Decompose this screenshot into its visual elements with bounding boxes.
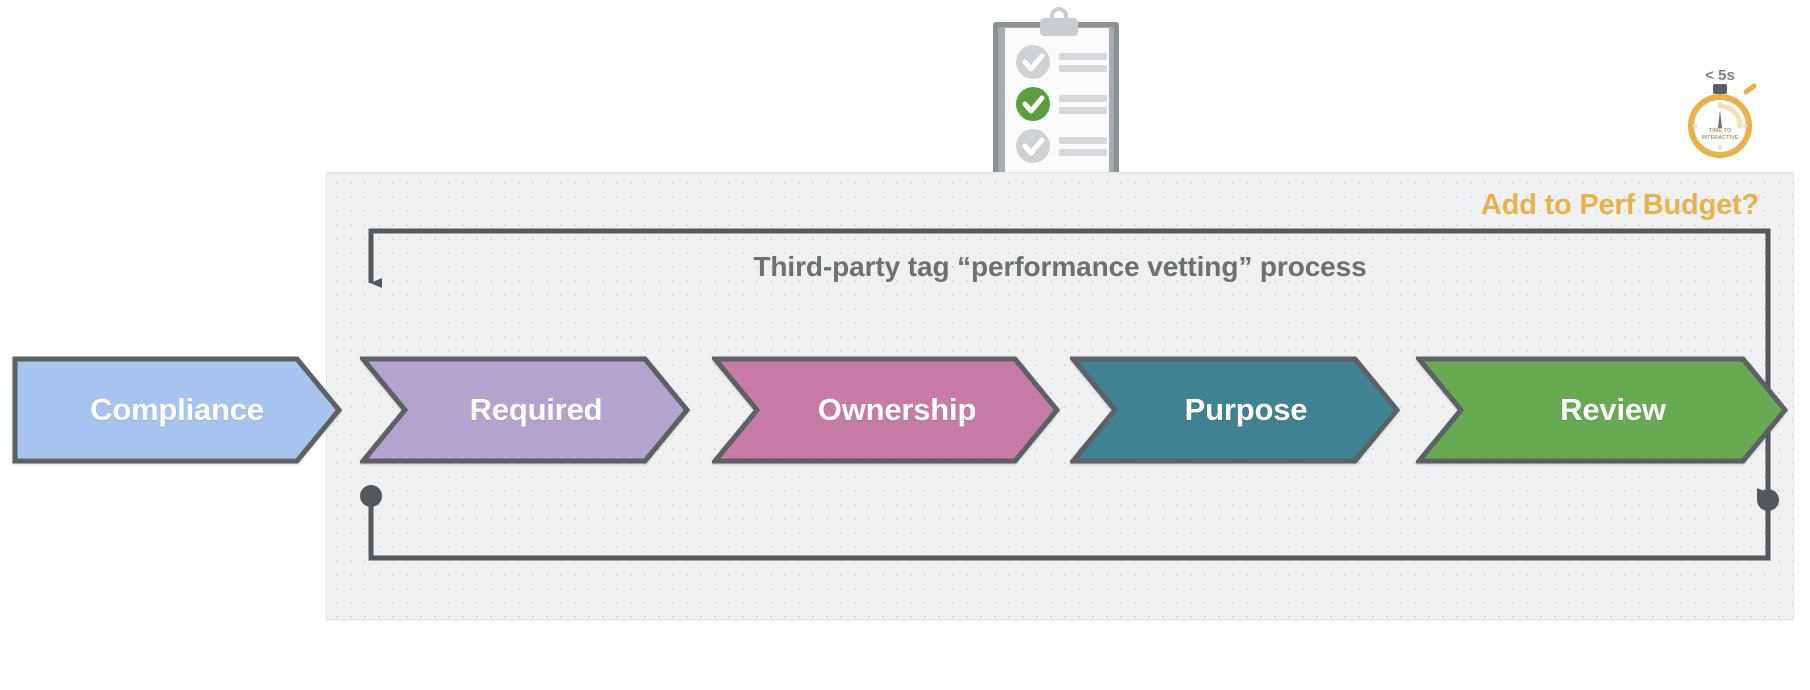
stopwatch-tick-marks: [1692, 102, 1748, 150]
clipboard-line-1b: [1059, 65, 1107, 72]
clipboard-clip-ring: [1050, 7, 1068, 25]
stage-chevron-review[interactable]: Review: [1416, 356, 1788, 464]
check-circle-1: [1016, 45, 1050, 79]
stopwatch-face-line-1: TIME TO: [1709, 128, 1732, 134]
check-circle-2: [1016, 87, 1050, 121]
clipboard-line-2a: [1059, 95, 1107, 102]
chevron-shape-review: [1416, 356, 1788, 464]
clipboard-line-2b: [1059, 107, 1107, 114]
clipboard-line-3a: [1059, 137, 1107, 144]
stopwatch-badge-label: < 5s: [1705, 67, 1735, 84]
chevron-shape-required: [360, 356, 690, 464]
stopwatch-progress-arc: [1717, 103, 1743, 129]
stage-chevron-compliance[interactable]: Compliance: [12, 356, 342, 464]
stopwatch-crown: [1713, 84, 1727, 94]
process-stage-chevrons: Compliance Required Ownership Purpose Re…: [12, 356, 1798, 464]
stopwatch-hand: [1718, 110, 1722, 128]
stopwatch-face-line-2: INTERACTIVE: [1702, 135, 1739, 141]
process-title: Third-party tag “performance vetting” pr…: [753, 251, 1367, 282]
stopwatch-side-button: [1743, 83, 1757, 95]
checklist-clipboard-icon: [985, 6, 1127, 218]
time-to-interactive-stopwatch-icon: < 5s TIME TO INTERACTIVE: [1668, 62, 1772, 162]
check-mark-1: [1022, 53, 1045, 72]
clipboard-clip: [1040, 18, 1078, 36]
check-mark-3: [1022, 137, 1045, 156]
feedback-loops: [360, 228, 1779, 561]
stage-chevron-purpose[interactable]: Purpose: [1070, 356, 1400, 464]
stage-chevron-required[interactable]: Required: [360, 356, 690, 464]
clipboard-line-1a: [1059, 53, 1107, 60]
revisit-feedback-loop: [360, 485, 1771, 561]
add-to-perf-budget-label: Add to Perf Budget?: [1480, 189, 1759, 221]
revisit-loop-path: [368, 488, 1771, 561]
clipboard-line-3b: [1059, 149, 1107, 156]
check-mark-2: [1022, 95, 1045, 114]
stopwatch-svg: < 5s TIME TO INTERACTIVE: [1688, 67, 1757, 158]
chevron-shape-compliance: [12, 356, 342, 464]
stage-chevron-ownership[interactable]: Ownership: [712, 356, 1060, 464]
clipboard-svg: [993, 7, 1119, 208]
chevron-shape-ownership: [712, 356, 1060, 464]
revisit-loop-origin-dot: [360, 485, 382, 507]
reject-loop-path: [368, 228, 1771, 498]
check-circle-3: [1016, 129, 1050, 163]
chevron-shape-purpose: [1070, 356, 1400, 464]
